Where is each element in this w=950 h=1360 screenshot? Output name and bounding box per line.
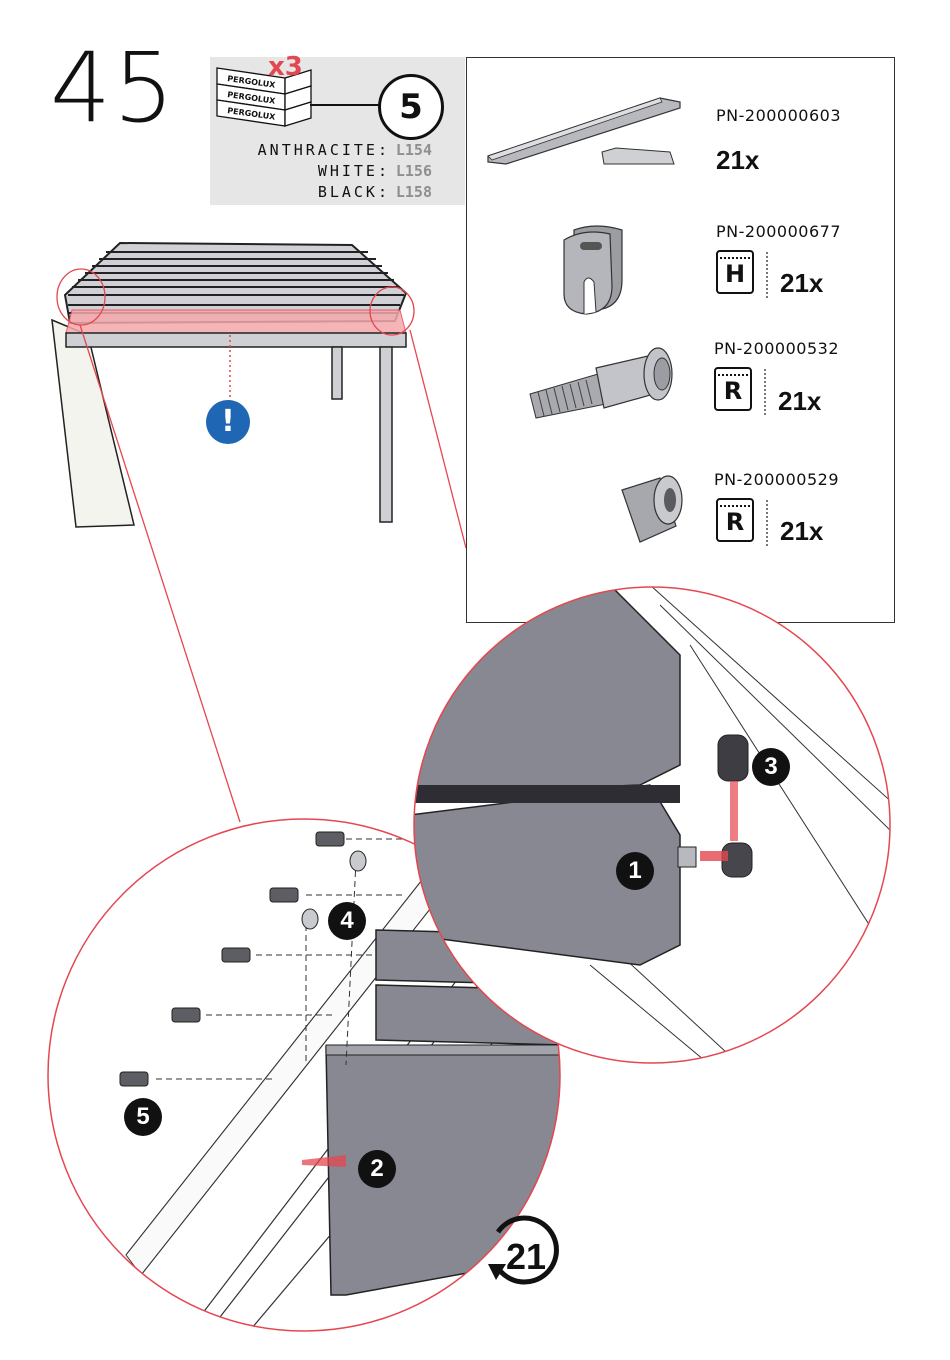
callout-badge: 2: [358, 1150, 396, 1188]
divider: [764, 369, 766, 415]
part-bolt-icon: [524, 344, 684, 424]
repeat-count: 21: [498, 1236, 554, 1278]
callout-badge: 1: [616, 852, 654, 890]
part-number: PN-200000603: [716, 106, 841, 125]
callout-badge: 5: [124, 1098, 162, 1136]
callout-badge: 3: [752, 748, 790, 786]
part-quantity: 21x: [778, 386, 821, 417]
part-number: PN-200000532: [714, 339, 839, 358]
bag-icon: R: [714, 367, 752, 411]
part-spacer-icon: [616, 470, 686, 556]
part-quantity: 21x: [716, 145, 759, 176]
part-number: PN-200000677: [716, 222, 841, 241]
part-profile-bar-icon: [484, 92, 684, 172]
part-quantity: 21x: [780, 516, 823, 547]
bag-icon: R: [716, 498, 754, 542]
part-clip-icon: [556, 220, 636, 320]
callout-badge: 4: [328, 902, 366, 940]
part-number: PN-200000529: [714, 470, 839, 489]
bag-icon: H: [716, 250, 754, 294]
divider: [766, 252, 768, 298]
part-quantity: 21x: [780, 268, 823, 299]
divider: [766, 500, 768, 546]
detail-circle-clip: [410, 585, 895, 1065]
